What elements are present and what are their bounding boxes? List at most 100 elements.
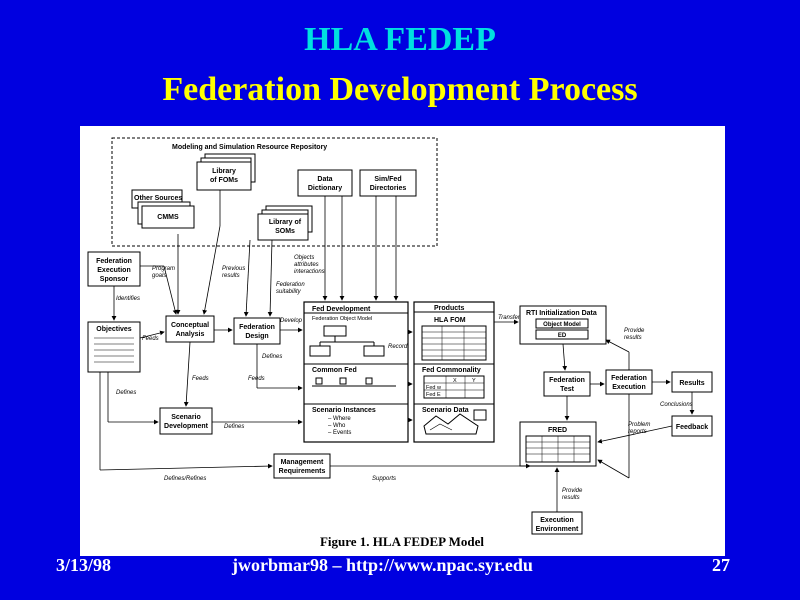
federation-execution-box: Federation Execution: [605, 369, 653, 395]
svg-text:– Where: – Where: [328, 416, 351, 422]
svg-text:Object Model: Object Model: [543, 322, 581, 328]
fedep-diagram: Modeling and Simulation Resource Reposit…: [87, 137, 713, 549]
svg-text:X: X: [453, 378, 457, 384]
federation-design-box: Federation Design: [233, 317, 281, 345]
library-foms-box: Library of FOMs: [196, 153, 256, 191]
svg-text:Y: Y: [472, 378, 476, 384]
svg-text:Fed E: Fed E: [426, 392, 441, 398]
footer-date: 3/13/98: [56, 555, 112, 575]
svg-text:Problem: Problem: [628, 422, 650, 428]
svg-text:Federation: Federation: [276, 282, 305, 288]
rti-init-data-box: RTI Initialization Data Object Model ED: [519, 305, 607, 345]
svg-text:Defines: Defines: [224, 424, 244, 430]
svg-text:Objects: Objects: [294, 255, 314, 261]
svg-text:CMMS: CMMS: [157, 214, 179, 221]
svg-text:goals: goals: [152, 273, 166, 279]
svg-text:HLA FOM: HLA FOM: [434, 317, 466, 324]
svg-text:Fed Development: Fed Development: [312, 306, 371, 313]
svg-text:Transfer: Transfer: [498, 315, 521, 321]
svg-text:Library: Library: [212, 168, 236, 175]
conceptual-analysis-box: Conceptual Analysis: [165, 315, 215, 343]
svg-text:attributes: attributes: [294, 262, 319, 268]
federation-sponsor-box: Federation Execution Sponsor: [87, 251, 141, 287]
svg-text:Federation Object Model: Federation Object Model: [312, 316, 372, 322]
figure-caption: Figure 1. HLA FEDEP Model: [320, 534, 484, 549]
svg-text:Design: Design: [245, 333, 268, 340]
figure-panel: Modeling and Simulation Resource Reposit…: [80, 126, 725, 556]
svg-text:interactions: interactions: [294, 269, 325, 275]
svg-text:Supports: Supports: [372, 476, 396, 482]
federation-test-box: Federation Test: [543, 371, 591, 397]
svg-text:results: results: [222, 273, 240, 279]
svg-text:Conceptual: Conceptual: [171, 322, 209, 329]
svg-text:Program: Program: [152, 266, 175, 272]
feedback-box: Feedback: [671, 415, 713, 437]
svg-text:Library of: Library of: [269, 219, 302, 226]
fred-box: FRED: [519, 421, 597, 467]
svg-text:Federation: Federation: [96, 258, 132, 265]
svg-text:Sim/Fed: Sim/Fed: [374, 176, 401, 183]
svg-text:Record: Record: [388, 344, 408, 350]
slide-title: HLA FEDEP: [304, 21, 496, 58]
svg-text:Scenario Instances: Scenario Instances: [312, 407, 376, 414]
management-requirements-box: Management Requirements: [273, 453, 331, 479]
simfed-directories-box: Sim/Fed Directories: [359, 169, 417, 197]
svg-text:suitability: suitability: [276, 289, 302, 295]
svg-text:results: results: [562, 495, 580, 501]
fed-development-box: Fed Development Federation Object Model …: [303, 301, 409, 443]
cmms-box: CMMS: [137, 201, 195, 229]
svg-text:Federation: Federation: [549, 377, 585, 384]
svg-text:– Events: – Events: [328, 430, 351, 436]
svg-text:RTI Initialization Data: RTI Initialization Data: [526, 310, 597, 317]
svg-text:Scenario: Scenario: [171, 414, 201, 421]
svg-text:Fed Commonality: Fed Commonality: [422, 367, 481, 374]
svg-text:results: results: [624, 335, 642, 341]
svg-text:Dictionary: Dictionary: [308, 185, 342, 192]
svg-text:Defines: Defines: [262, 354, 282, 360]
svg-text:SOMs: SOMs: [275, 228, 295, 235]
objectives-box: Objectives: [87, 321, 141, 373]
data-dictionary-box: Data Dictionary: [297, 169, 353, 197]
svg-text:Execution: Execution: [540, 517, 573, 524]
svg-text:Federation: Federation: [611, 375, 647, 382]
footer-page-number: 27: [712, 555, 730, 575]
svg-text:Defines/Refines: Defines/Refines: [164, 476, 206, 482]
svg-text:Identifies: Identifies: [116, 296, 140, 302]
svg-text:Feeds: Feeds: [248, 376, 265, 382]
svg-text:– Who: – Who: [328, 423, 346, 429]
svg-text:Requirements: Requirements: [279, 468, 326, 475]
svg-text:Execution: Execution: [97, 267, 130, 274]
scenario-development-box: Scenario Development: [159, 407, 213, 435]
svg-text:Conclusions: Conclusions: [660, 402, 693, 408]
svg-text:Sponsor: Sponsor: [100, 276, 129, 283]
svg-text:Environment: Environment: [536, 526, 579, 533]
library-soms-box: Library of SOMs: [257, 205, 313, 241]
svg-text:Analysis: Analysis: [176, 331, 205, 338]
svg-text:Feeds: Feeds: [192, 376, 209, 382]
svg-text:Fed w: Fed w: [426, 385, 441, 391]
svg-text:Scenario Data: Scenario Data: [422, 407, 469, 414]
svg-text:reports: reports: [628, 429, 647, 435]
footer-author: jworbmar98 – http://www.npac.syr.edu: [232, 555, 533, 575]
svg-text:Develop: Develop: [280, 318, 303, 324]
svg-text:of FOMs: of FOMs: [210, 177, 238, 184]
svg-text:Management: Management: [281, 459, 324, 466]
svg-text:Objectives: Objectives: [96, 326, 132, 333]
svg-text:Other Sources: Other Sources: [134, 195, 182, 202]
edge-labels: Program goals Previous results Objects a…: [116, 255, 693, 501]
execution-environment-box: Execution Environment: [531, 511, 583, 535]
repository-frame: [111, 137, 438, 247]
slide-subtitle: Federation Development Process: [162, 71, 638, 108]
results-box: Results: [671, 371, 713, 393]
svg-text:ED: ED: [558, 333, 567, 339]
svg-text:Development: Development: [164, 423, 209, 430]
svg-text:Previous: Previous: [222, 266, 245, 272]
diagram-connectors: [99, 190, 695, 512]
svg-text:Results: Results: [679, 380, 704, 387]
svg-text:Execution: Execution: [612, 384, 645, 391]
svg-text:Provide: Provide: [562, 488, 583, 494]
svg-text:Defines: Defines: [116, 390, 136, 396]
svg-text:Common Fed: Common Fed: [312, 367, 357, 374]
svg-text:FRED: FRED: [548, 427, 567, 434]
svg-text:Products: Products: [434, 305, 464, 312]
